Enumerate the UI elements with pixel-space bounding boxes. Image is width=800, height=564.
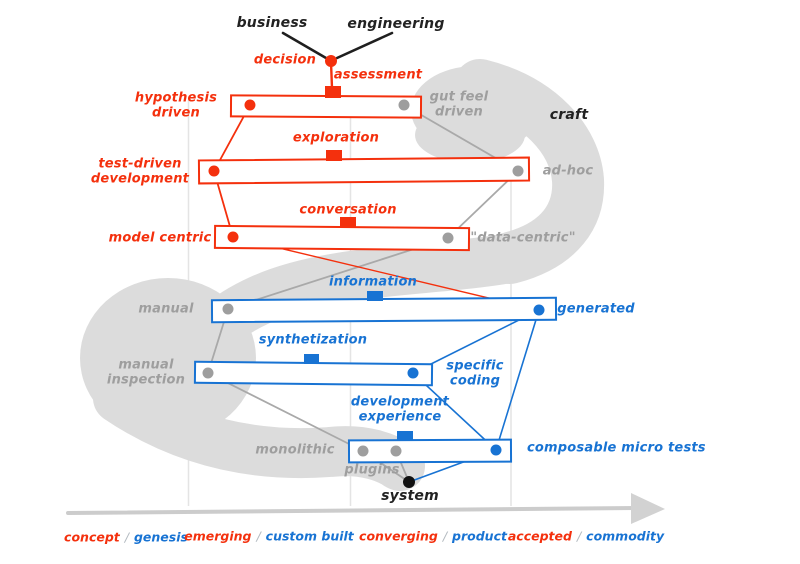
component-nodes xyxy=(202,55,545,488)
interface-markers xyxy=(304,86,413,441)
synthetization-box xyxy=(193,360,434,387)
stage-custom-built-maturity: emerging xyxy=(184,528,252,544)
stage-commodity-evolution: commodity xyxy=(586,528,665,544)
assessment-interface-marker xyxy=(325,86,341,98)
black-links xyxy=(281,31,394,60)
model-centric-node xyxy=(227,231,239,243)
ad-hoc-node xyxy=(512,165,524,177)
stage-product-separator: / xyxy=(442,528,448,544)
link-generated-composable xyxy=(495,309,540,451)
conversation-interface-marker xyxy=(340,217,356,228)
hypothesis-driven-node xyxy=(244,99,256,111)
stage-genesis-separator: / xyxy=(124,529,129,545)
link-engineering-decision xyxy=(335,31,394,60)
stage-commodity-maturity: accepted xyxy=(507,528,572,544)
evolution-axis-arrow xyxy=(66,493,665,524)
stage-custom-built-separator: / xyxy=(256,528,261,544)
stage-genesis: concept / genesis xyxy=(64,530,188,545)
data-centric-node xyxy=(442,232,454,244)
stage-custom-built: emerging / custom built xyxy=(184,529,354,544)
link-manualinspection-monolithic xyxy=(207,372,364,452)
decision-node xyxy=(325,55,337,67)
stage-commodity-separator: / xyxy=(576,528,582,544)
stage-genesis-maturity: concept xyxy=(64,529,120,545)
stage-product-maturity: converging xyxy=(359,528,438,544)
stage-product-evolution: product xyxy=(452,528,507,544)
stage-custom-built-evolution: custom built xyxy=(265,528,354,544)
stage-commodity: accepted / commodity xyxy=(508,529,664,544)
band-right-hook xyxy=(454,59,605,284)
test-driven-development-node xyxy=(208,165,220,177)
stage-product: converging / product xyxy=(359,529,507,544)
axis-arrowhead xyxy=(631,493,665,524)
manual-node xyxy=(222,303,234,315)
composable-micro-tests-node xyxy=(490,444,502,456)
plugins-node xyxy=(390,445,402,457)
development-experience-interface-marker xyxy=(397,431,413,441)
assessment-box xyxy=(229,94,423,119)
gut-feel-driven-node xyxy=(398,99,410,111)
band-upper-fill xyxy=(415,107,525,163)
system-node xyxy=(403,476,415,488)
development-experience-box xyxy=(347,438,513,464)
conversation-box xyxy=(213,224,471,252)
synthetization-interface-marker xyxy=(304,354,319,364)
information-box xyxy=(210,296,558,324)
exploration-box xyxy=(197,156,531,185)
specific-coding-node xyxy=(407,367,419,379)
generated-node xyxy=(533,304,545,316)
exploration-interface-marker xyxy=(326,150,342,161)
information-interface-marker xyxy=(367,291,383,301)
manual-inspection-node xyxy=(202,367,214,379)
axis-shaft xyxy=(66,506,638,515)
link-business-decision xyxy=(281,31,328,60)
stage-genesis-evolution: genesis xyxy=(133,529,188,545)
pipeline-boxes xyxy=(193,94,558,464)
link-adhoc-datacentric xyxy=(447,170,519,239)
monolithic-node xyxy=(357,445,369,457)
